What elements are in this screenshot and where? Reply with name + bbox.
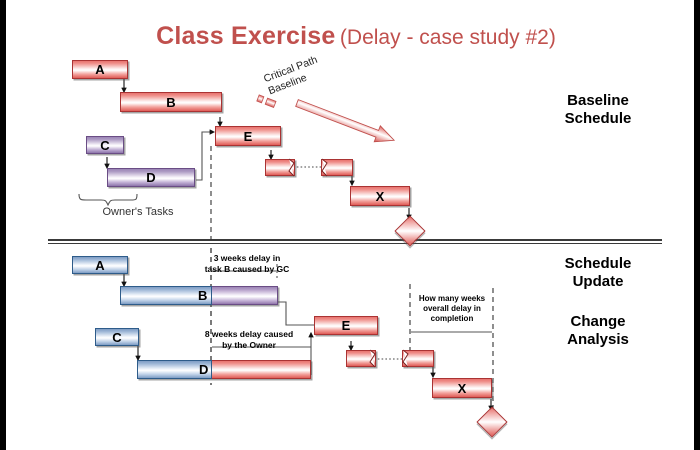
page-title: Class Exercise (Delay - case study #2) (6, 22, 694, 51)
update-task-c-label: C (112, 329, 122, 345)
title-main: Class Exercise (156, 22, 336, 50)
baseline-task-b-label: B (166, 94, 176, 110)
critical-path-baseline-label: Critical Path Baseline (262, 54, 324, 98)
annotation-d-delay-line1: 8 weeks delay caused (204, 329, 294, 339)
annotation-question-line1: How many weeks (418, 294, 486, 303)
update-task-x-label: X (457, 380, 467, 396)
update-task-d-delay-segment (212, 360, 311, 379)
baseline-task-e-bar[interactable]: E (215, 126, 281, 146)
annotation-overall-delay-question: How many weeks overall delay in completi… (406, 294, 498, 324)
annotation-d-delay-line2: by the Owner (222, 339, 276, 350)
update-task-b-bar[interactable]: B (120, 286, 278, 305)
change-caption-line1: Change (570, 313, 626, 330)
baseline-task-b-bar[interactable]: B (120, 92, 222, 112)
baseline-task-d-label: D (146, 170, 156, 185)
baseline-task-a-label: A (95, 62, 105, 77)
critical-path-dashes (256, 94, 277, 109)
change-caption-line2: Analysis (567, 331, 629, 348)
schedule-update-caption: Schedule Update (528, 255, 668, 291)
baseline-task-e-label: E (243, 128, 253, 144)
baseline-schedule-caption: Baseline Schedule (528, 92, 668, 128)
update-task-break-left[interactable] (346, 350, 376, 367)
update-task-b-delay-segment (212, 286, 278, 305)
update-caption-line2: Update (572, 273, 624, 290)
update-task-x-bar[interactable]: X (432, 378, 492, 398)
update-task-a-bar[interactable]: A (72, 256, 128, 274)
baseline-task-break-right[interactable] (321, 159, 353, 176)
divider-line-top (48, 239, 662, 241)
baseline-caption-line2: Schedule (564, 110, 632, 127)
baseline-task-a-bar[interactable]: A (72, 60, 128, 79)
baseline-task-x-bar[interactable]: X (350, 186, 410, 206)
baseline-task-break-left[interactable] (265, 159, 295, 176)
update-task-b-baseline-segment (120, 286, 212, 305)
update-task-d-label: D (199, 362, 209, 377)
update-task-a-label: A (95, 257, 105, 273)
change-analysis-caption: Change Analysis (528, 313, 668, 349)
baseline-task-c-label: C (100, 137, 110, 153)
update-task-c-bar[interactable]: C (95, 328, 139, 346)
baseline-task-c-bar[interactable]: C (86, 136, 124, 154)
annotation-d-delay: 8 weeks delay caused by the Owner (190, 329, 308, 350)
update-task-e-label: E (341, 318, 351, 333)
update-task-e-bar[interactable]: E (314, 316, 378, 335)
update-task-d-baseline-segment (137, 360, 212, 379)
annotation-b-delay-line1: 3 weeks delay in (213, 253, 281, 263)
update-task-break-right[interactable] (402, 350, 434, 367)
update-finish-milestone[interactable] (476, 406, 508, 438)
annotation-b-delay: 3 weeks delay in task B caused by GC (192, 253, 302, 274)
title-subtitle: (Delay - case study #2) (339, 26, 556, 49)
owners-tasks-label: Owner's Tasks (102, 206, 174, 218)
annotation-question-line3: completion (430, 314, 474, 323)
update-task-b-label: B (198, 288, 208, 303)
baseline-caption-line1: Baseline (567, 92, 629, 109)
baseline-task-d-bar[interactable]: D (107, 168, 195, 187)
annotation-b-delay-line2: task B caused by GC (204, 263, 290, 274)
update-task-d-bar[interactable]: D (137, 360, 311, 379)
critical-path-arrow (295, 99, 396, 143)
divider-line-bottom (48, 242, 662, 244)
baseline-task-x-label: X (375, 188, 385, 204)
section-divider (48, 239, 662, 244)
annotation-question-line2: overall delay in (423, 304, 481, 313)
update-caption-line1: Schedule (564, 255, 632, 272)
